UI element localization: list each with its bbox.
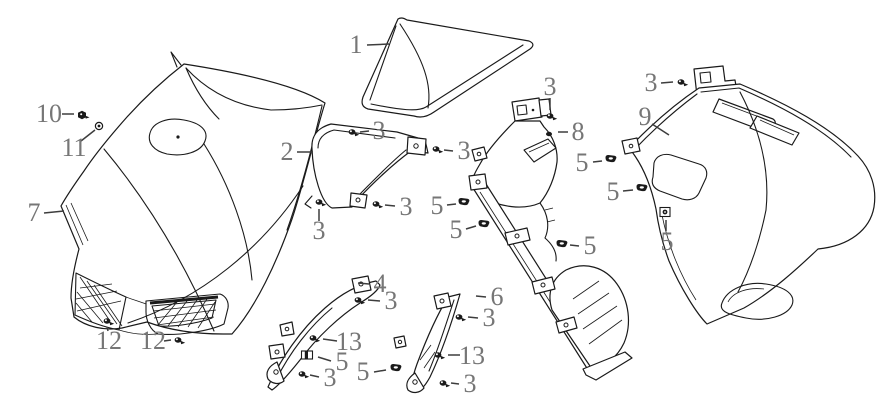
- leader-line-3h: [309, 374, 320, 378]
- callout-label-3d: 3: [312, 216, 326, 245]
- part-7-front-fairing-drawing: [60, 51, 326, 335]
- callout-label-13a: 13: [336, 327, 362, 356]
- part-1-windscreen-drawing: [361, 17, 534, 118]
- clip-icon-5e: [556, 240, 568, 248]
- callout-label-5f: 5: [660, 227, 674, 256]
- leader-line-12a: [106, 326, 109, 332]
- screw-icon-3j: [439, 380, 451, 388]
- callout-label-5g: 5: [335, 347, 349, 376]
- leader-line-6: [475, 295, 487, 298]
- leader-line-5h: [373, 369, 387, 373]
- part-9-right-side-panel-drawing: [621, 65, 876, 325]
- leader-line-5e: [569, 244, 580, 247]
- callout-label-3c: 3: [399, 192, 413, 221]
- screw-icon-3c: [372, 201, 384, 209]
- callout-label-5a: 5: [430, 191, 444, 220]
- callout-label-3i: 3: [482, 303, 496, 332]
- callout-label-3j: 3: [463, 369, 477, 398]
- leader-line-5g: [317, 356, 332, 362]
- screw-icon-3h: [298, 371, 310, 379]
- callout-label-3a: 3: [372, 116, 386, 145]
- callout-label-3h: 3: [323, 363, 337, 392]
- callout-label-12a: 12: [96, 326, 122, 355]
- clip2-icon-5g: [300, 350, 314, 360]
- leader-line-7: [43, 210, 65, 214]
- leader-line-9: [651, 123, 670, 136]
- callout-label-10: 10: [36, 99, 62, 128]
- callout-label-4: 4: [373, 269, 387, 298]
- callout-label-11: 11: [61, 133, 87, 162]
- leader-line-5a: [446, 203, 457, 206]
- leader-line-1: [366, 43, 390, 46]
- callout-label-3b: 3: [457, 136, 471, 165]
- callout-label-3g: 3: [384, 286, 398, 315]
- part-2-upper-cowl-stay-drawing: [304, 123, 429, 209]
- callout-label-8: 8: [571, 117, 585, 146]
- callout-label-5h: 5: [356, 357, 370, 386]
- leader-line-5c: [592, 160, 603, 163]
- callout-label-6: 6: [490, 282, 504, 311]
- leader-line-13a: [322, 338, 338, 342]
- leader-lines-layer: [43, 43, 674, 385]
- screw-icon-12b: [174, 337, 186, 345]
- leader-line-4: [357, 282, 370, 285]
- leader-line-5b: [465, 225, 477, 230]
- clip-icon-5h: [390, 364, 402, 372]
- part-6-right-trim-blade-drawing: [393, 292, 461, 394]
- clip-icon-5c: [605, 155, 617, 163]
- leader-line-3a: [359, 130, 370, 133]
- callout-label-5d: 5: [606, 177, 620, 206]
- callout-label-5b: 5: [449, 215, 463, 244]
- clip-icon-5d: [636, 184, 648, 192]
- leader-line-12b: [163, 339, 172, 342]
- screw-icon-3f: [677, 79, 689, 87]
- leader-line-5d: [622, 189, 634, 192]
- screw-icon-3e: [546, 113, 558, 121]
- callout-label-2: 2: [280, 137, 294, 166]
- washer-icon-11: [94, 121, 104, 131]
- screw-icon-3i: [455, 314, 467, 322]
- clip-icon-5a: [458, 198, 470, 206]
- callout-label-12b: 12: [140, 326, 166, 355]
- leader-line-3i: [467, 316, 479, 319]
- leader-line-3g: [367, 299, 381, 302]
- leader-line-3b: [443, 149, 454, 152]
- callout-label-9: 9: [638, 102, 652, 131]
- callout-label-5c: 5: [575, 148, 589, 177]
- leader-line-11: [80, 129, 96, 142]
- nut-icon-5f: [659, 206, 671, 218]
- part-8-inner-panel-drawing: [468, 97, 633, 381]
- clip-icon-5b: [478, 220, 490, 228]
- callout-label-13b: 13: [459, 341, 485, 370]
- callout-label-1: 1: [349, 30, 363, 59]
- leader-line-3j: [450, 382, 460, 385]
- leader-line-3f: [660, 81, 674, 84]
- part-4-left-trim-blade-drawing: [266, 275, 381, 391]
- bolt-icon-10: [78, 110, 90, 120]
- callout-label-5e: 5: [583, 231, 597, 260]
- screw-icon-3b: [432, 146, 444, 154]
- callout-label-3e: 3: [543, 72, 557, 101]
- leader-line-3c: [384, 204, 396, 207]
- callout-label-3f: 3: [644, 68, 658, 97]
- callout-label-7: 7: [27, 198, 41, 227]
